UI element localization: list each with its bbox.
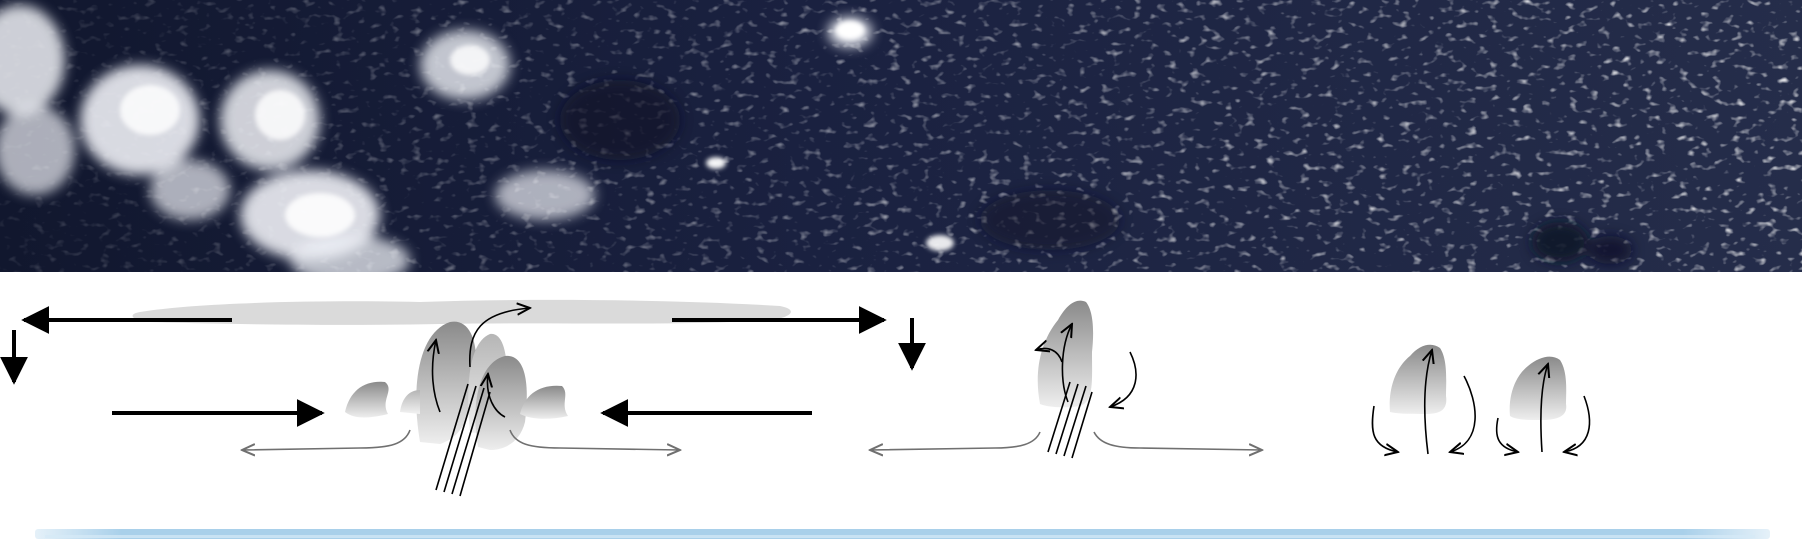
satellite-cloud-photo bbox=[0, 0, 1802, 272]
cloud-highlights bbox=[120, 21, 954, 251]
single-cumulus-tower bbox=[1037, 300, 1094, 408]
dark-clear-sky-patches bbox=[560, 80, 1632, 264]
cold-pool-outflow-single bbox=[870, 431, 1262, 450]
updraft-arrows-deep bbox=[433, 308, 530, 418]
cold-pool-outflow-deep bbox=[242, 429, 680, 450]
deep-convective-towers bbox=[345, 321, 568, 450]
convection-schematic bbox=[0, 299, 1770, 539]
rain-streaks-single bbox=[1047, 381, 1093, 459]
shallow-cumulus-right bbox=[1509, 356, 1567, 420]
rain-streaks-deep bbox=[435, 383, 491, 497]
anvil-cloud bbox=[132, 299, 791, 325]
sea-surface-texture bbox=[45, 535, 1755, 538]
shallow-circulation-arrows bbox=[1371, 350, 1591, 454]
shallow-cumulus-left bbox=[1389, 344, 1447, 414]
